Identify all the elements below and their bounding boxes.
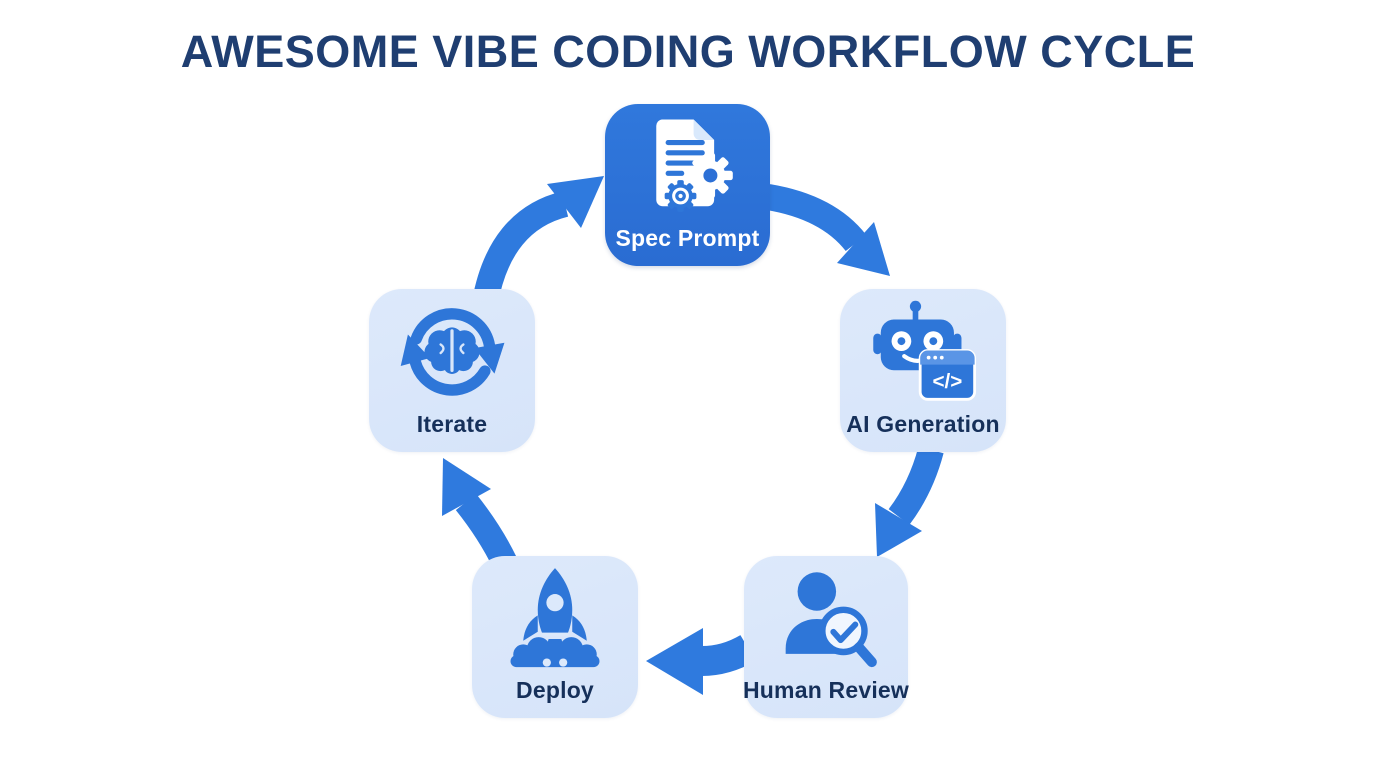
brain-refresh-cycle-icon [400,308,505,396]
node-spec-prompt: Spec Prompt [605,104,770,266]
arrow-spec-to-ai [765,184,890,276]
node-label: Spec Prompt [615,225,760,251]
arrow-ai-to-human [875,446,944,557]
arrow-iterate-to-spec [472,176,604,305]
diagram-title: AWESOME VIBE CODING WORKFLOW CYCLE [180,26,1196,77]
node-ai-generation: </> AI Generation [840,289,1006,452]
person-magnifier-check-icon [785,572,877,668]
node-label: Iterate [416,411,488,437]
node-label: AI Generation [846,411,1000,437]
document-gears-icon [655,119,733,212]
code-glyph: </> [932,370,962,393]
arrow-human-to-deploy [646,628,756,695]
rocket-launch-icon [510,568,600,668]
node-deploy: Deploy [472,556,638,718]
arrow-deploy-to-iterate [442,458,517,569]
node-label: Deploy [516,677,594,703]
robot-code-window-icon: </> [873,300,977,401]
node-iterate: Iterate [369,289,535,452]
node-label: Human Review [743,677,910,703]
node-human-review: Human Review [743,556,910,718]
